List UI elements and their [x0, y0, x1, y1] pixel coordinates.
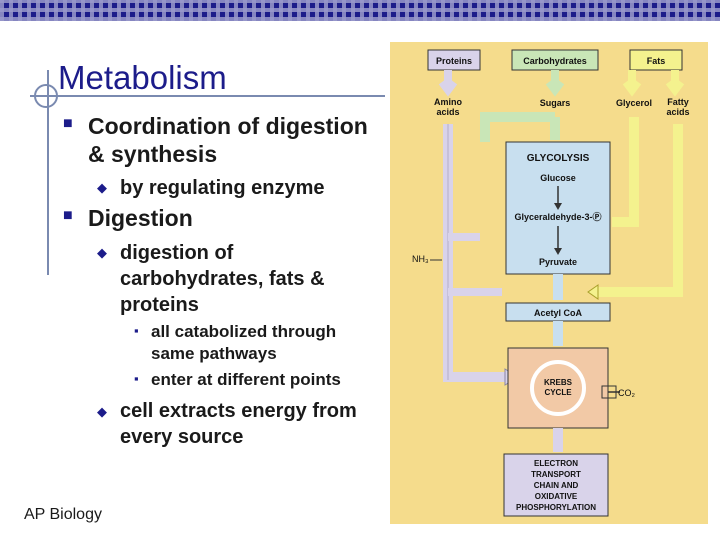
bullet-enter: enter at different points	[151, 370, 341, 389]
carbohydrates-arrow	[545, 70, 565, 97]
nh3-label: NH₃	[412, 254, 429, 264]
crosshair-icon	[34, 84, 58, 108]
fats-label: Fats	[647, 56, 666, 66]
fatty-acids-to-acetyl-pathway	[595, 124, 683, 297]
co2-arrow-box	[601, 385, 617, 399]
top-decorative-bar	[0, 0, 720, 21]
glucose-label: Glucose	[540, 173, 576, 183]
sugars-branch-pathway	[480, 112, 555, 142]
vertical-accent-line	[47, 70, 49, 275]
co2-label: CO₂	[618, 388, 636, 398]
fats-to-glycerol-arrow	[622, 70, 642, 97]
bullet-coordination: Coordination of digestion & synthesis	[88, 113, 368, 167]
acetyl-coa-label: Acetyl CoA	[534, 308, 583, 318]
small-square-bullet-icon: ▪	[134, 323, 139, 338]
footer-label: AP Biology	[24, 506, 102, 523]
etc-box	[503, 453, 609, 517]
proteins-arrow	[438, 70, 458, 97]
bullet-digestion: Digestion	[88, 205, 193, 231]
slide-title: Metabolism	[58, 59, 227, 96]
diamond-bullet-icon: ◆	[97, 180, 107, 195]
diamond-bullet-icon: ◆	[97, 404, 107, 419]
glycolysis-label: GLYCOLYSIS	[527, 153, 590, 164]
bullet-digestion-of: digestion of carbohydrates, fats & prote…	[120, 242, 325, 316]
krebs-cycle-ring	[530, 360, 586, 416]
glycerol-to-g3p-pathway	[612, 117, 639, 227]
square-bullet-icon: ■	[63, 115, 73, 132]
fats-box	[629, 49, 683, 71]
sugars-label: Sugars	[540, 98, 571, 108]
bullet-extracts: cell extracts energy from every source	[120, 400, 357, 448]
bullet-regulating: by regulating enzyme	[120, 177, 325, 199]
pyruvate-label: Pyruvate	[539, 257, 577, 267]
diamond-bullet-icon: ◆	[97, 245, 107, 260]
square-bullet-icon: ■	[63, 207, 73, 224]
bullet-catabolized: all catabolized through same pathways	[151, 322, 337, 363]
title-underline	[30, 95, 385, 97]
fatty-acid-arrowhead	[587, 284, 599, 300]
top-bar-pattern	[0, 0, 720, 21]
glycerol-label: Glycerol	[616, 98, 652, 108]
carbohydrates-label: Carbohydrates	[523, 56, 587, 66]
small-square-bullet-icon: ▪	[134, 371, 139, 386]
proteins-label: Proteins	[436, 56, 472, 66]
fats-to-fatty-acids-arrow	[665, 70, 685, 97]
proteins-box	[427, 49, 481, 71]
g3p-label: Glyceraldehyde-3-Ⓟ	[514, 211, 601, 222]
